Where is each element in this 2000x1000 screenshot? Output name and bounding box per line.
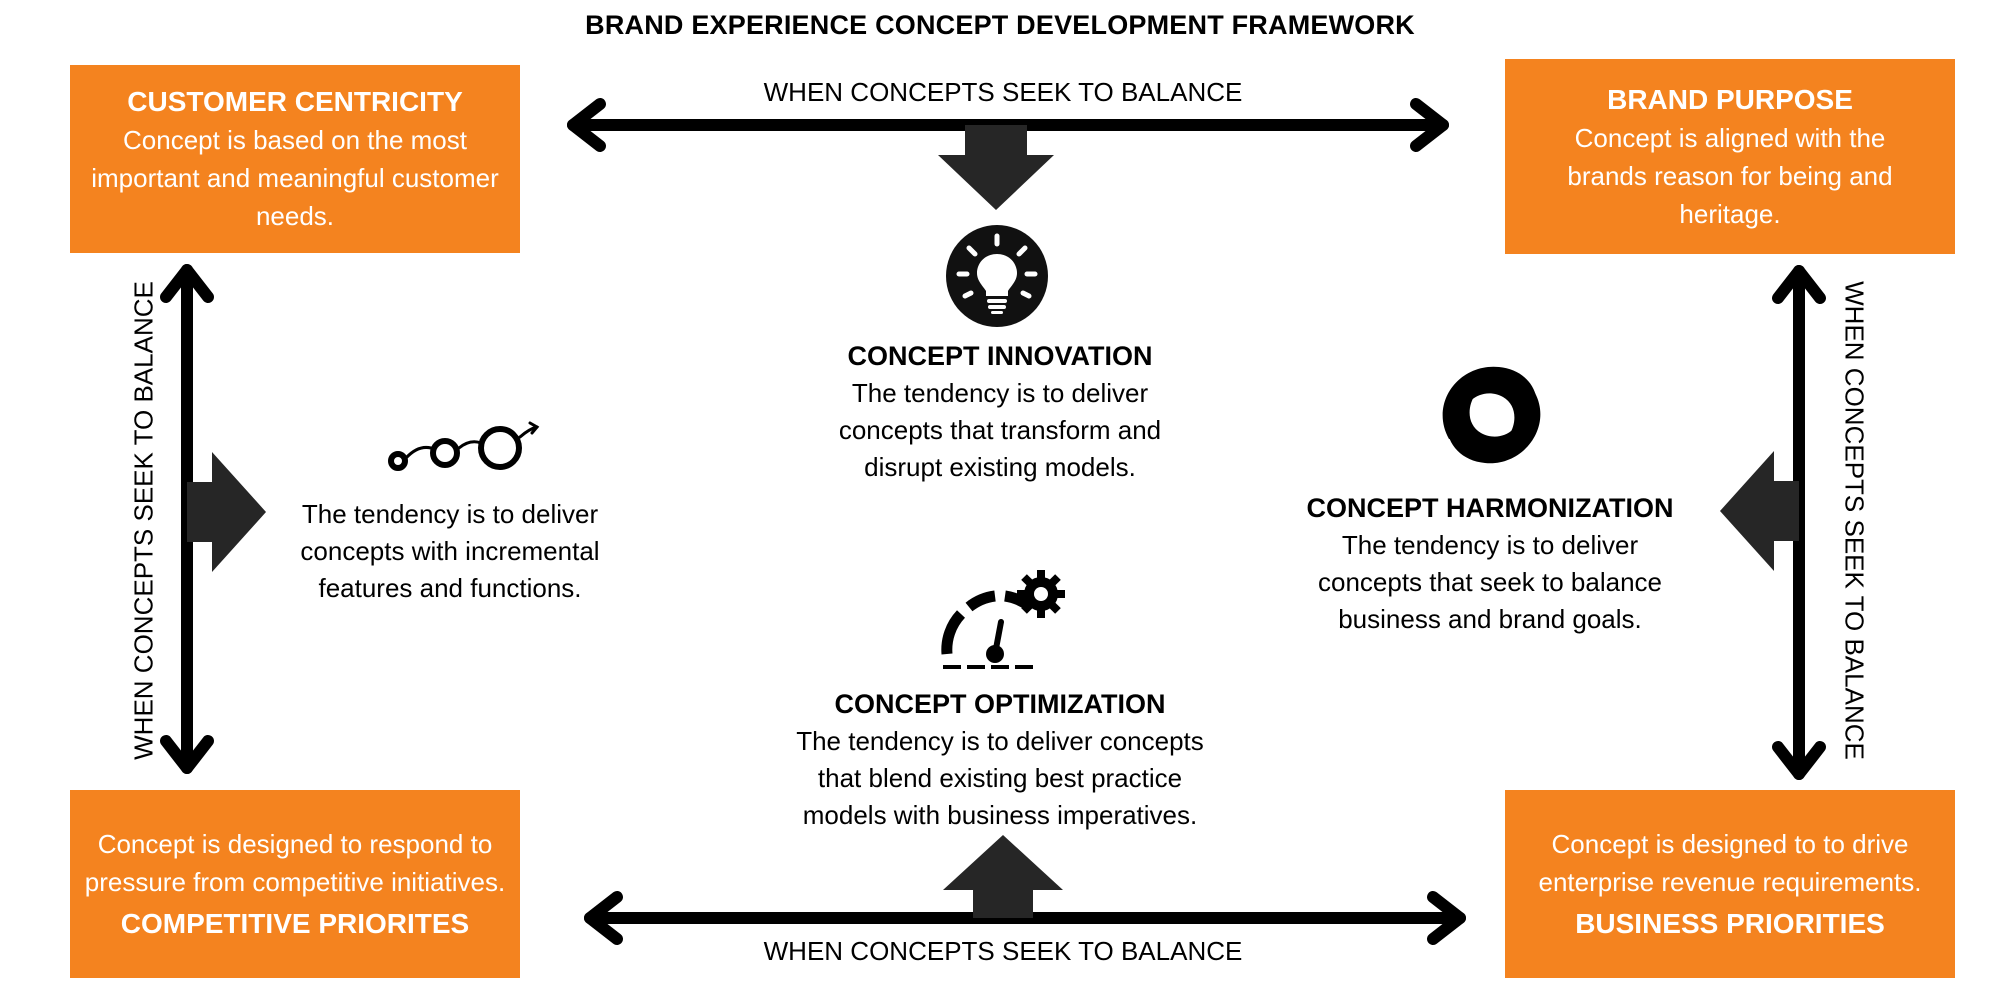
right-pointer [187,452,266,572]
top-balance-label: WHEN CONCEPTS SEEK TO BALANCE [763,77,1243,107]
concept-optimization-block: CONCEPT OPTIMIZATION The tendency is to … [780,686,1220,834]
concept-optimization-text: The tendency is to deliver concepts that… [796,726,1204,830]
business-priorities-text: Concept is designed to to drive enterpri… [1538,829,1922,897]
concept-innovation-block: CONCEPT INNOVATION The tendency is to de… [820,338,1180,486]
lightbulb-icon [946,225,1048,327]
business-priorities-box: Concept is designed to to drive enterpri… [1505,790,1955,978]
right-balance-label: WHEN CONCEPTS SEEK TO BALANCE [1839,281,1870,760]
competitive-priorities-heading: COMPETITIVE PRIORITES [120,908,470,939]
customer-centricity-text: Concept is based on the most important a… [91,125,499,231]
down-pointer [938,125,1054,210]
growing-circles-icon [388,421,540,471]
up-pointer [943,835,1063,918]
brand-purpose-box: BRAND PURPOSE Concept is aligned with th… [1505,59,1955,254]
concept-innovation-text: The tendency is to deliver concepts that… [838,378,1162,482]
concept-harmonization-block: CONCEPT HARMONIZATION The tendency is to… [1290,490,1690,638]
concept-harmonization-heading: CONCEPT HARMONIZATION [1306,493,1674,523]
incremental-concept-text: The tendency is to deliver concepts with… [300,499,600,603]
customer-centricity-heading: CUSTOMER CENTRICITY [127,86,463,117]
bottom-balance-label: WHEN CONCEPTS SEEK TO BALANCE [763,936,1243,966]
concept-harmonization-text: The tendency is to deliver concepts that… [1317,530,1662,634]
brand-purpose-heading: BRAND PURPOSE [1607,83,1853,115]
competitive-priorities-box: Concept is designed to respond to pressu… [70,790,520,978]
customer-centricity-box: CUSTOMER CENTRICITY Concept is based on … [70,65,520,253]
competitive-priorities-text: Concept is designed to respond to pressu… [84,829,506,897]
left-pointer [1720,451,1799,571]
swirl-icon [1442,366,1541,464]
incremental-concept-block: The tendency is to deliver concepts with… [290,496,610,607]
concept-innovation-heading: CONCEPT INNOVATION [847,341,1153,371]
page-title: BRAND EXPERIENCE CONCEPT DEVELOPMENT FRA… [585,10,1415,40]
concept-optimization-heading: CONCEPT OPTIMIZATION [834,689,1166,719]
business-priorities-heading: BUSINESS PRIORITIES [1575,908,1885,939]
brand-purpose-text: Concept is aligned with the brands reaso… [1567,122,1893,229]
left-balance-label: WHEN CONCEPTS SEEK TO BALANCE [128,281,159,760]
gauge-gear-icon [941,570,1065,669]
